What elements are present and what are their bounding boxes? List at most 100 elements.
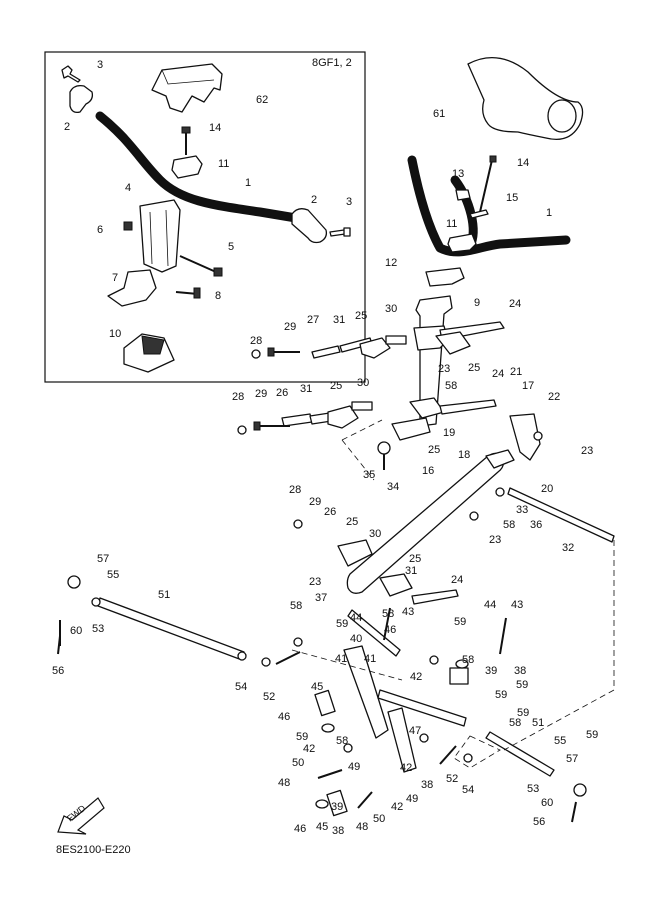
callout-58: 58 xyxy=(336,735,348,747)
callout-55: 55 xyxy=(554,735,566,747)
callout-56: 56 xyxy=(533,816,545,828)
callout-53: 53 xyxy=(92,623,104,635)
bolt-29b xyxy=(253,421,290,431)
callout-39: 39 xyxy=(485,665,497,677)
inset-clamp-11 xyxy=(171,155,203,179)
callout-3: 3 xyxy=(346,196,352,208)
callout-23: 23 xyxy=(489,534,501,546)
callout-1: 1 xyxy=(245,177,251,189)
callout-11: 11 xyxy=(446,218,457,230)
link-rod-26a xyxy=(281,413,313,427)
callout-45: 45 xyxy=(311,681,323,693)
callout-3: 3 xyxy=(97,59,103,71)
callout-8: 8 xyxy=(215,290,221,302)
callout-59: 59 xyxy=(495,689,507,701)
callout-62: 62 xyxy=(256,94,268,106)
callout-21: 21 xyxy=(510,366,522,378)
callout-36: 36 xyxy=(530,519,542,531)
fwd-arrow-icon: FWD xyxy=(57,797,105,835)
callout-29: 29 xyxy=(255,388,267,400)
callout-27: 27 xyxy=(307,314,319,326)
callout-60: 60 xyxy=(541,797,553,809)
link-bracket-25e xyxy=(337,539,373,567)
callout-54: 54 xyxy=(235,681,247,693)
bolt-14b xyxy=(479,155,497,213)
callout-28: 28 xyxy=(232,391,244,403)
inset-bolt-14 xyxy=(181,126,191,155)
callout-30: 30 xyxy=(385,303,397,315)
callout-57: 57 xyxy=(566,753,578,765)
inset-bracket-4 xyxy=(139,199,181,273)
callout-38: 38 xyxy=(332,825,344,837)
callout-50: 50 xyxy=(373,813,385,825)
callout-50: 50 xyxy=(292,757,304,769)
callout-41: 41 xyxy=(335,653,347,665)
callout-55: 55 xyxy=(107,569,119,581)
callout-33: 33 xyxy=(516,504,528,516)
callout-43: 43 xyxy=(511,599,523,611)
callout-25: 25 xyxy=(355,310,367,322)
arm-40 xyxy=(343,645,389,739)
callout-39: 39 xyxy=(331,801,343,813)
inset-bolt-5 xyxy=(179,255,223,277)
bracket-25b xyxy=(435,331,471,355)
inset-pad-10 xyxy=(123,333,175,373)
arm-47 xyxy=(387,707,417,773)
bolt-43 xyxy=(383,607,507,655)
callout-45: 45 xyxy=(316,821,328,833)
link-bracket-25a xyxy=(359,337,391,359)
callout-25: 25 xyxy=(468,362,480,374)
callout-20: 20 xyxy=(541,483,553,495)
callout-11: 11 xyxy=(218,158,229,170)
rod-30a xyxy=(385,335,407,345)
callout-18: 18 xyxy=(458,449,470,461)
callout-51: 51 xyxy=(532,717,544,729)
callout-42: 42 xyxy=(410,671,422,683)
bolt-29a xyxy=(267,347,300,357)
callout-38: 38 xyxy=(514,665,526,677)
inset-bolt-3a xyxy=(61,65,81,83)
callout-14: 14 xyxy=(209,122,221,134)
inset-handlebar xyxy=(95,111,301,223)
callout-28: 28 xyxy=(250,335,262,347)
callout-58: 58 xyxy=(503,519,515,531)
callout-54: 54 xyxy=(462,784,474,796)
callout-25: 25 xyxy=(428,444,440,456)
callout-48: 48 xyxy=(278,777,290,789)
callout-19: 19 xyxy=(443,427,455,439)
callout-6: 6 xyxy=(97,224,103,236)
callout-14: 14 xyxy=(517,157,529,169)
bracket-25f xyxy=(379,573,413,597)
callout-59: 59 xyxy=(517,707,529,719)
ball-joint-34 xyxy=(377,441,391,470)
inset-cover xyxy=(151,63,223,113)
callout-24: 24 xyxy=(451,574,463,586)
callout-12: 12 xyxy=(385,257,397,269)
bolt-52 xyxy=(275,651,457,765)
bolt-48b xyxy=(357,791,373,809)
callout-56: 56 xyxy=(52,665,64,677)
callout-42: 42 xyxy=(391,801,403,813)
washers xyxy=(91,349,543,809)
callout-58: 58 xyxy=(462,654,474,666)
callout-25: 25 xyxy=(346,516,358,528)
inset-grip-left xyxy=(69,84,94,114)
callout-1: 1 xyxy=(546,207,552,219)
callout-46: 46 xyxy=(384,624,396,636)
plate-47b xyxy=(377,689,467,727)
rod-45a xyxy=(314,689,336,717)
callout-23: 23 xyxy=(581,445,593,457)
callout-13: 13 xyxy=(452,168,464,180)
inset-base-7 xyxy=(107,269,157,307)
callout-61: 61 xyxy=(433,108,445,120)
inset-frame xyxy=(44,51,366,383)
callout-46: 46 xyxy=(294,823,306,835)
callout-5: 5 xyxy=(228,241,234,253)
clip-13-15 xyxy=(455,189,489,219)
link-24c xyxy=(411,589,459,605)
callout-15: 15 xyxy=(506,192,518,204)
callout-2: 2 xyxy=(64,121,70,133)
callout-58: 58 xyxy=(382,608,394,620)
rod-30b xyxy=(351,401,373,411)
